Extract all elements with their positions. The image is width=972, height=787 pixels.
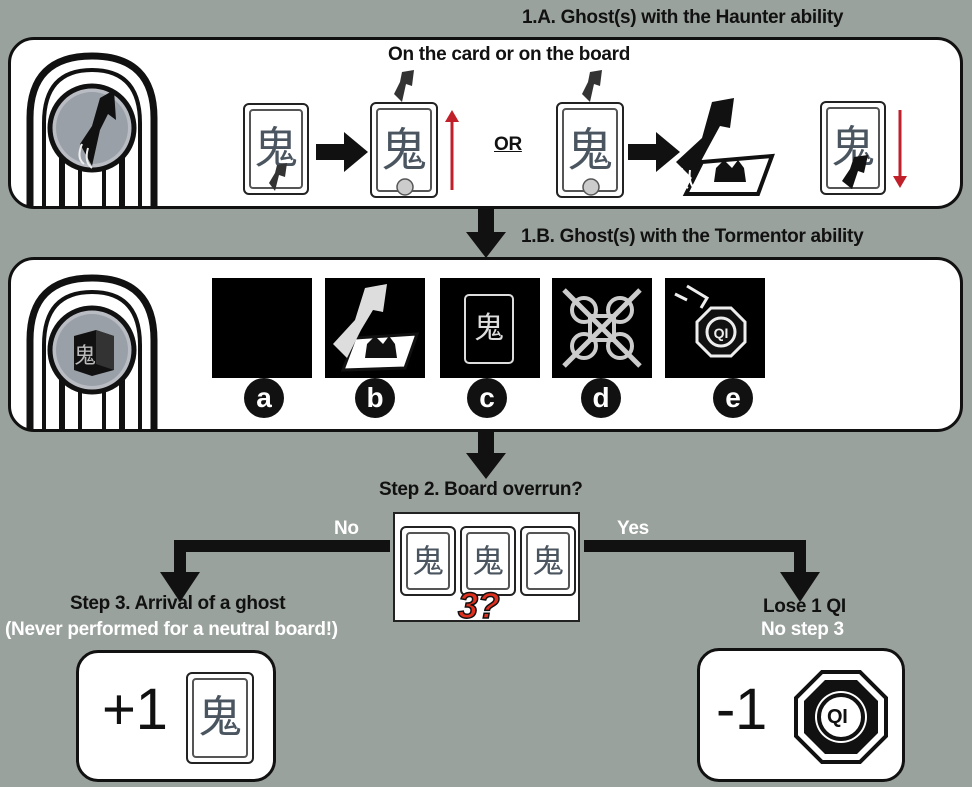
- overrun-count: 3?: [457, 584, 500, 627]
- step1a-title: 1.A. Ghost(s) with the Haunter ability: [522, 7, 844, 28]
- tormentor-tile-c: 鬼: [440, 278, 540, 378]
- overrun-card-3: 鬼: [520, 526, 576, 596]
- badge-d: d: [581, 378, 621, 418]
- down-flow-arrow-icon: [466, 208, 506, 258]
- step2-title: Step 2. Board overrun?: [379, 479, 583, 500]
- qi-coin-icon: [396, 178, 414, 196]
- haunter-small-icon: [394, 70, 414, 102]
- tormentor-tile-a: [212, 278, 312, 378]
- step3-note: (Never performed for a neutral board!): [5, 619, 338, 640]
- svg-text:鬼: 鬼: [74, 344, 96, 369]
- arrival-value: +1: [102, 677, 168, 742]
- ghost-card-3: 鬼: [556, 102, 624, 198]
- svg-text:QI: QI: [714, 325, 729, 341]
- haunter-panel: [8, 37, 963, 209]
- badge-c: c: [467, 378, 507, 418]
- ghost-card-2: 鬼: [370, 102, 438, 198]
- no-label: No: [334, 518, 359, 539]
- overrun-card-2: 鬼: [460, 526, 516, 596]
- ghost-card-4: 鬼: [820, 101, 886, 195]
- step1b-title: 1.B. Ghost(s) with the Tormentor ability: [521, 226, 864, 247]
- tormentor-tile-e: QI: [665, 278, 765, 378]
- haunter-medallion-icon: [26, 52, 158, 208]
- lose-value: -1: [716, 677, 767, 742]
- qi-token-icon: [794, 670, 888, 764]
- ghost-glyph: 鬼: [531, 542, 564, 580]
- up-arrow-icon: [445, 110, 459, 190]
- step3-title: Step 3. Arrival of a ghost: [70, 593, 286, 614]
- overrun-card-1: 鬼: [400, 526, 456, 596]
- badge-a: a: [244, 378, 284, 418]
- left-branch-arrow-icon: [160, 540, 390, 602]
- down-arrow-icon: [893, 110, 907, 188]
- haunter-subtitle: On the card or on the board: [388, 44, 631, 65]
- tormentor-tile-b: [325, 278, 425, 378]
- qi-coin-icon: [582, 178, 600, 196]
- qi-loss-icon: QI: [674, 284, 747, 358]
- ghost-glyph: 鬼: [567, 123, 613, 177]
- ghost-glyph: 鬼: [254, 123, 298, 174]
- qi-token-label: QI: [827, 706, 848, 728]
- right-branch-arrow-icon: [584, 540, 820, 602]
- haunter-small-icon: [582, 70, 602, 102]
- haunter-small-icon: [842, 155, 868, 189]
- down-flow-arrow-icon: [466, 431, 506, 479]
- ghost-glyph: 鬼: [474, 311, 504, 346]
- haunter-on-board-icon: [676, 98, 775, 196]
- tormentor-medallion-icon: 鬼: [26, 274, 158, 430]
- ghost-glyph: 鬼: [198, 692, 242, 743]
- ghost-glyph: 鬼: [411, 542, 444, 580]
- right-arrow-icon: [316, 132, 368, 172]
- arrival-ghost-card: 鬼: [186, 672, 254, 764]
- crossed-knot-icon: [562, 288, 642, 368]
- tormentor-tile-d: [552, 278, 652, 378]
- ghost-card-outline: 鬼: [464, 294, 514, 364]
- right-arrow-icon: [628, 132, 680, 172]
- or-label: OR: [494, 134, 522, 155]
- haunter-on-board-icon: [333, 284, 420, 372]
- yes-label: Yes: [617, 518, 649, 539]
- lose-note: No step 3: [761, 619, 844, 640]
- badge-b: b: [355, 378, 395, 418]
- ghost-glyph: 鬼: [381, 123, 427, 177]
- badge-e: e: [713, 378, 753, 418]
- ghost-glyph: 鬼: [471, 542, 504, 580]
- haunter-small-icon: [269, 163, 287, 191]
- ghost-card-1: 鬼: [243, 103, 309, 195]
- lose-title: Lose 1 QI: [763, 596, 846, 617]
